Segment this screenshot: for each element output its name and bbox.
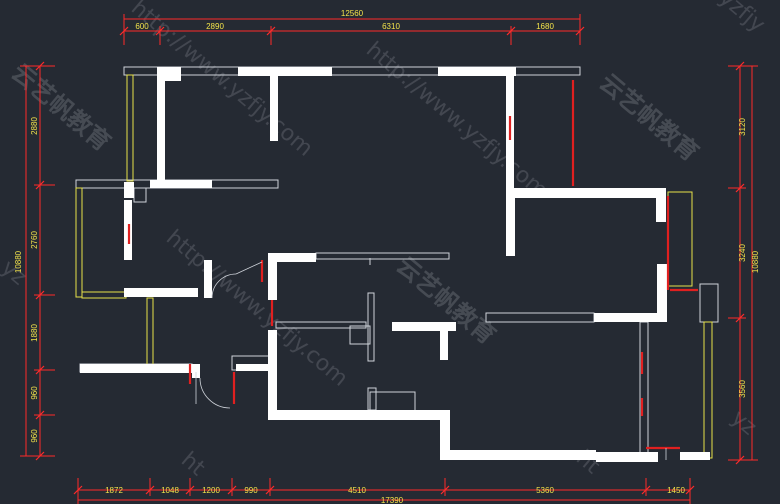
dim-top-3: 6310: [382, 22, 400, 31]
dim-left-1: 2880: [30, 117, 39, 135]
dim-left-total: 10880: [14, 250, 23, 273]
dimension-ticks: [35, 26, 745, 495]
window-left-balcony: [75, 187, 83, 298]
dim-bottom-6: 5360: [536, 486, 554, 495]
dimension-labels: 12560 600 2890 6310 1680 1872 1048 1200 …: [14, 9, 760, 504]
dim-bottom-2: 1048: [161, 486, 179, 495]
dim-top-2: 2890: [206, 22, 224, 31]
dim-bottom-7: 1450: [667, 486, 685, 495]
door-swing-1: [211, 273, 237, 299]
dim-bottom-4: 990: [244, 486, 258, 495]
door-swing-2: [199, 377, 231, 409]
dim-bottom-3: 1200: [202, 486, 220, 495]
dim-top-total: 12560: [341, 9, 364, 18]
dim-bottom-1: 1872: [105, 486, 123, 495]
window-top-left: [126, 74, 134, 182]
dim-bottom-total: 17390: [381, 496, 404, 504]
door-swings: [195, 261, 667, 460]
dim-top-4: 1680: [536, 22, 554, 31]
dim-top-1: 600: [135, 22, 149, 31]
dimension-lines: [20, 14, 758, 504]
dim-right-1: 3120: [738, 118, 747, 136]
dim-right-2: 3240: [738, 244, 747, 262]
dim-right-3: 3560: [738, 380, 747, 398]
dim-left-5: 960: [30, 429, 39, 443]
dim-left-2: 2760: [30, 231, 39, 249]
dim-left-4: 960: [30, 386, 39, 400]
dim-bottom-5: 4510: [348, 486, 366, 495]
door-openings: [127, 80, 698, 450]
dim-left-3: 1880: [30, 324, 39, 342]
dim-right-total: 10880: [751, 250, 760, 273]
